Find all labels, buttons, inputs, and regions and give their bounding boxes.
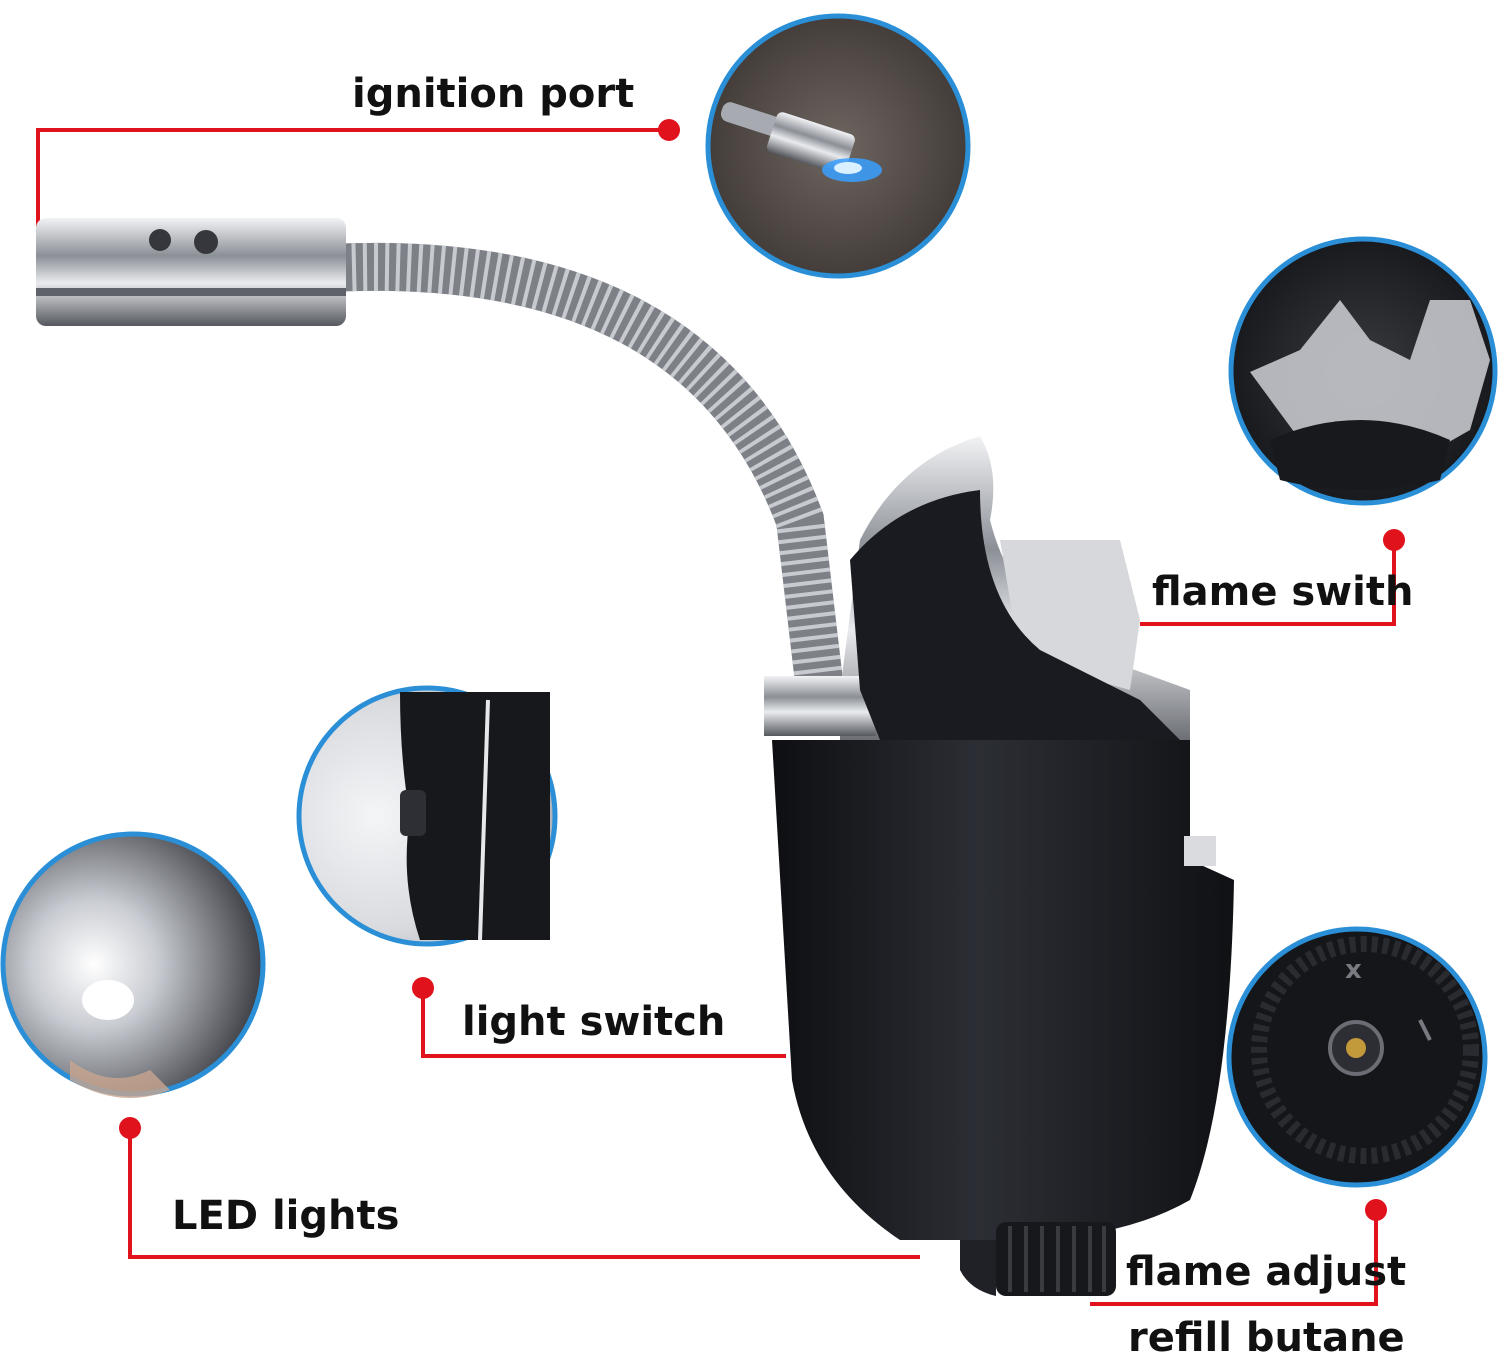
detail-light-switch [296,685,558,947]
label-flame-adjust: flame adjust [1126,1249,1407,1295]
flame-adjust-dot [1365,1199,1387,1221]
label-ignition-port: ignition port [352,71,635,117]
flame-switch-dot [1383,529,1405,551]
nozzle [36,218,346,326]
detail-led-lights [0,831,266,1098]
light-switch-dot [412,977,434,999]
ignition-port-dot [658,119,680,141]
gooseneck [328,242,844,693]
flame-adjust-callout [1090,1210,1378,1306]
callout-lines [36,128,1396,1306]
svg-text:x: x [1345,955,1362,985]
label-flame-switch: flame swith [1152,569,1414,615]
label-refill-butane: refill butane [1128,1315,1405,1359]
detail-flame-switch [1228,236,1498,506]
led-lights-callout [128,1128,920,1259]
label-light-switch: light switch [462,999,726,1045]
detail-ignition-port [705,13,971,279]
light-switch-callout [421,988,786,1058]
label-led-lights: LED lights [172,1193,400,1239]
lighter-body [772,740,1234,1240]
ignition-port-callout [36,128,669,238]
flame-switch-callout [1140,540,1396,626]
lighter [36,218,1234,1296]
led-lights-dot [119,1117,141,1139]
callout-dots [119,119,1405,1221]
detail-flame-adjust: x [1226,926,1488,1188]
